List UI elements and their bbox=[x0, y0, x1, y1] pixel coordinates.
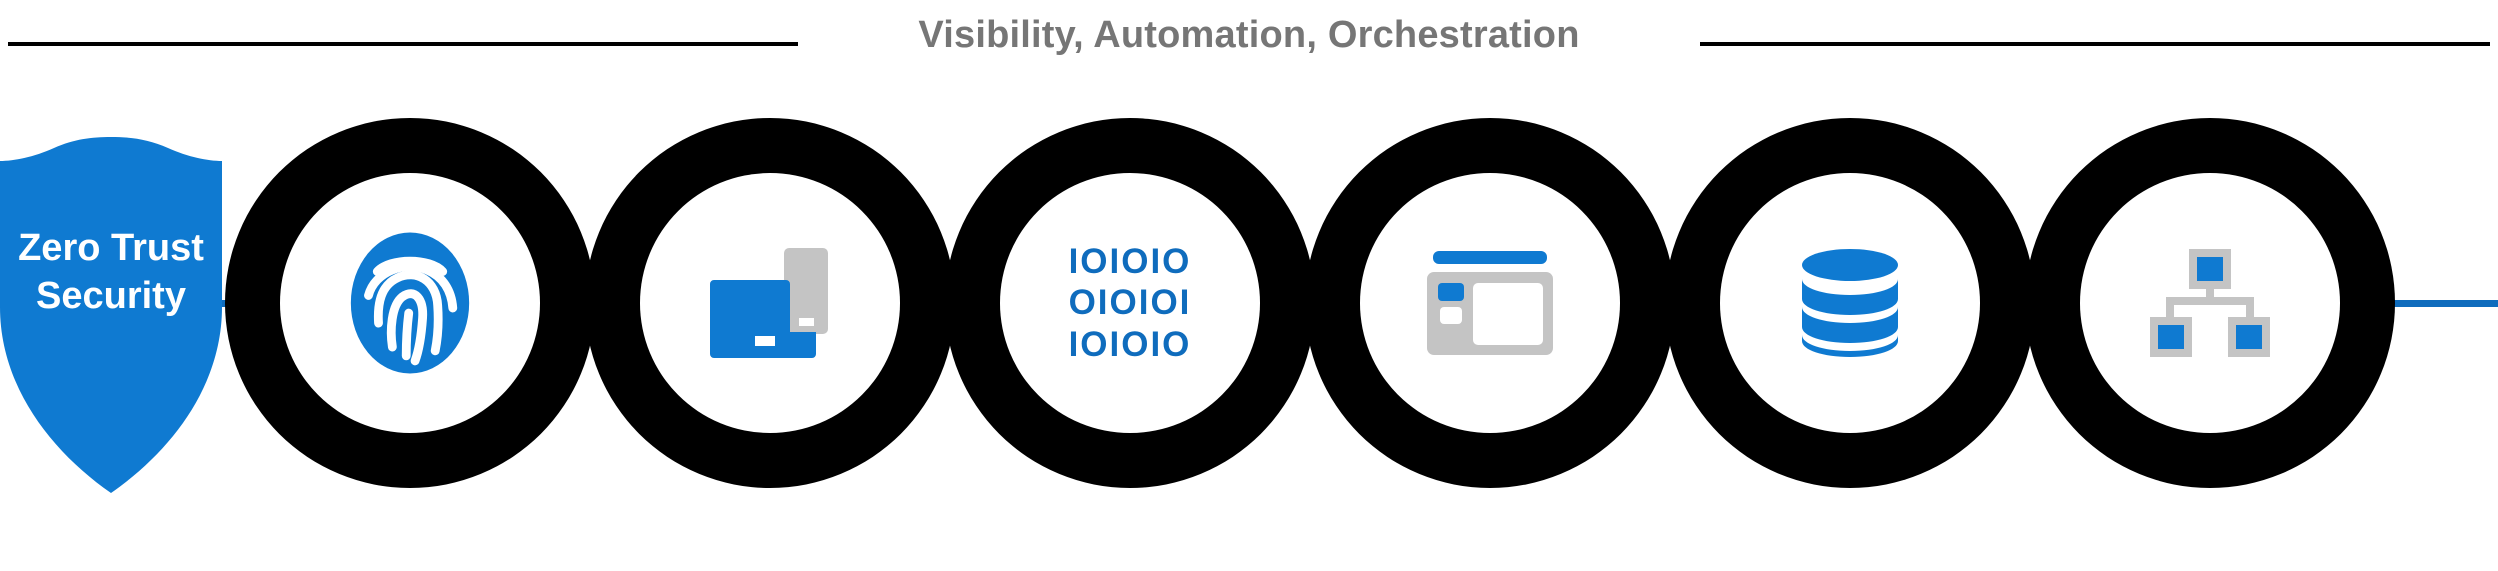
header-rule-right bbox=[1700, 42, 2490, 46]
pillar-inner-circle: IOIOIO OIOIOI IOIOIO bbox=[1000, 173, 1260, 433]
pillar-endpoints[interactable]: Endpoints bbox=[585, 118, 955, 488]
binary-row-2: OIOIOI bbox=[1068, 283, 1192, 323]
pillar-inner-circle bbox=[1720, 173, 1980, 433]
pillar-inner-circle bbox=[1360, 173, 1620, 433]
pillar-inner-circle bbox=[640, 173, 900, 433]
page-title: Visibility, Automation, Orchestration bbox=[918, 14, 1580, 56]
devices-icon bbox=[695, 228, 845, 378]
binary-row-1: IOIOIO bbox=[1068, 242, 1192, 282]
pillar-apps[interactable]: Apps bbox=[1305, 118, 1675, 488]
pillar-inner-circle bbox=[280, 173, 540, 433]
database-icon bbox=[1775, 228, 1925, 378]
network-topology-icon bbox=[2135, 228, 2285, 378]
fingerprint-icon bbox=[335, 228, 485, 378]
binary-data-icon: IOIOIO OIOIOI IOIOIO bbox=[1055, 228, 1205, 378]
pillar-data[interactable]: IOIOIO OIOIOI IOIOIO Data bbox=[945, 118, 1315, 488]
application-window-icon bbox=[1415, 228, 1565, 378]
pillar-infrastructure[interactable]: Infrastructure bbox=[1665, 118, 2035, 488]
pillar-identity[interactable]: Identity bbox=[225, 118, 595, 488]
header-rule-left bbox=[8, 42, 798, 46]
header-band: Visibility, Automation, Orchestration bbox=[0, 0, 2498, 72]
binary-row-3: IOIOIO bbox=[1068, 324, 1192, 364]
pillar-network[interactable]: Network bbox=[2025, 118, 2395, 488]
shield-icon bbox=[0, 137, 222, 493]
pillar-inner-circle bbox=[2080, 173, 2340, 433]
